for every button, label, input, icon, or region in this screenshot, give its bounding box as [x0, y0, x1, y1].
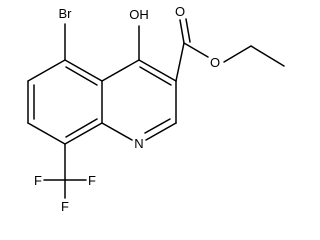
- atom-label-f-right: F: [88, 173, 96, 188]
- atom-label-f-left: F: [34, 173, 42, 188]
- atom-label-br: Br: [59, 6, 73, 21]
- bond-c7-c8: [27, 122, 66, 145]
- atom-label-n: N: [134, 136, 143, 151]
- bond-c4-c3-inner: [139, 66, 172, 86]
- bond-c8-c8a-inner: [65, 118, 98, 138]
- bond-c5-c6: [27, 59, 66, 82]
- atom-labels: Br OH O O N F F F: [34, 4, 220, 214]
- bond-c8-c8a: [64, 122, 103, 145]
- atom-label-o-ester: O: [210, 55, 220, 70]
- bond-c2-n1: [145, 122, 177, 141]
- bond-o-ester-ch2: [223, 45, 252, 63]
- substituents: [43, 18, 285, 199]
- bond-ch2-ch3: [250, 45, 285, 67]
- bond-c2-n1-inner: [144, 118, 171, 134]
- bond-carbonyl-double-a: [179, 19, 185, 44]
- molecule-structure-diagram: Br OH O O N F F F: [27, 4, 285, 214]
- atom-label-oh: OH: [129, 7, 149, 22]
- bond-n1-c8a: [101, 122, 133, 141]
- bond-c4a-c5: [64, 59, 103, 82]
- bond-c4a-c4: [101, 59, 140, 82]
- carbocyclic-ring: [27, 59, 103, 145]
- bond-c4-c3: [138, 59, 177, 82]
- bond-carboxyl-o-ester: [183, 42, 209, 58]
- atom-label-o-carbonyl: O: [175, 4, 185, 19]
- pyridine-ring: [101, 59, 177, 141]
- bond-c3-carboxyl: [175, 42, 185, 82]
- bond-carbonyl-double-b: [185, 18, 191, 43]
- atom-label-f-bottom: F: [61, 199, 69, 214]
- bond-c4a-c5-inner: [65, 66, 98, 86]
